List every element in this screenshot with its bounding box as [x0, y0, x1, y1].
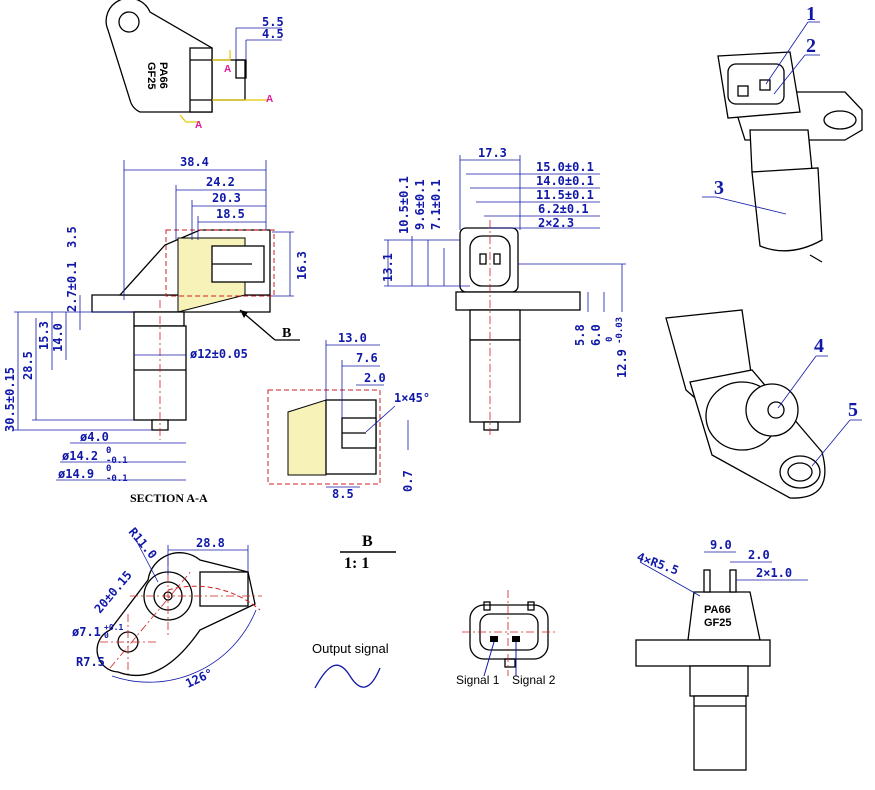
callout-5: 5 — [848, 399, 858, 421]
top-view: PA66 GF25 A A A 5.5 4.5 — [105, 0, 284, 131]
dim-13-0: 13.0 — [338, 331, 367, 345]
tol-d14-2-upper: 0 — [106, 446, 111, 456]
dim-chamfer: 1×45° — [394, 391, 430, 405]
scale-letter: B — [362, 533, 373, 550]
dim-24-2: 24.2 — [206, 175, 235, 189]
tol-12-9-upper: 0 — [605, 337, 615, 342]
br-mark-gf25: GF25 — [704, 617, 732, 629]
dim-11-5: 11.5±0.1 — [536, 188, 594, 202]
detail-b-view: 13.0 7.6 2.0 1×45° 8.5 0.7 — [267, 331, 430, 501]
callout-3: 3 — [714, 177, 724, 199]
detail-b-label: B — [282, 326, 291, 341]
dim-2-7: 2.7±0.1 — [65, 261, 79, 312]
bottom-right-view: PA66 GF25 9.0 2.0 2×1.0 4×R5.5 — [635, 538, 808, 771]
scale-value: 1: 1 — [344, 555, 369, 572]
top-mark-gf25: GF25 — [145, 62, 157, 90]
dim-2x1-0: 2×1.0 — [756, 566, 792, 580]
dim-10-5: 10.5±0.1 — [397, 176, 411, 234]
front-view: 17.3 15.0±0.1 14.0±0.1 11.5±0.1 6.2±0.1 … — [381, 146, 629, 435]
dim-2-0: 2.0 — [364, 371, 386, 385]
dim-14-0: 14.0±0.1 — [536, 174, 594, 188]
dim-12-9: 12.9 — [615, 349, 629, 378]
dim-28-8: 28.8 — [196, 536, 225, 550]
tol-d7-1-lower: 0 — [104, 631, 109, 640]
dim-17-3: 17.3 — [478, 146, 507, 160]
flange-view: 28.8 R11.0 20±0.15 ø7.1 +0.1 0 R7.5 126° — [72, 525, 262, 691]
tol-d7-1-upper: +0.1 — [104, 623, 123, 632]
dim-4xr5-5: 4×R5.5 — [635, 550, 681, 578]
signal-1-label: Signal 1 — [456, 673, 500, 687]
dim-38-4: 38.4 — [180, 155, 209, 169]
dim-5-8: 5.8 — [573, 324, 587, 346]
dim-15-3: 15.3 — [37, 321, 51, 350]
section-aa-label: SECTION A-A — [130, 491, 208, 505]
dim-126: 126° — [183, 666, 215, 691]
dim-0-7: 0.7 — [401, 470, 415, 492]
callout-1: 1 — [806, 3, 816, 25]
dim-d12: ø12±0.05 — [190, 347, 248, 361]
dim-r11: R11.0 — [126, 525, 160, 562]
iso-view-top: 1 2 3 — [702, 3, 863, 263]
dim-16-3: 16.3 — [295, 251, 309, 280]
signal-2-label: Signal 2 — [512, 673, 556, 687]
callout-2: 2 — [806, 35, 816, 57]
tol-12-9-lower: -0.03 — [615, 317, 625, 344]
dim-r7-5: R7.5 — [76, 655, 105, 669]
section-letter-a2: A — [266, 94, 273, 105]
dim-8-5: 8.5 — [332, 487, 354, 501]
section-letter-a1: A — [224, 64, 231, 75]
tol-d14-9-lower: -0.1 — [106, 474, 128, 484]
dim-4-5: 4.5 — [262, 27, 284, 41]
dim-d4: ø4.0 — [80, 430, 109, 444]
br-mark-pa66: PA66 — [704, 604, 731, 616]
dim-9-6: 9.6±0.1 — [413, 179, 427, 230]
dim-14-0: 14.0 — [51, 323, 65, 352]
dim-13-1: 13.1 — [381, 253, 395, 282]
section-letter-a3: A — [195, 120, 202, 131]
dim-d14-2: ø14.2 — [62, 449, 98, 463]
callout-4: 4 — [814, 335, 824, 357]
scale-note: B 1: 1 — [340, 533, 396, 572]
dim-2-0-br: 2.0 — [748, 548, 770, 562]
output-signal: Output signal — [312, 641, 389, 689]
tol-d14-2-lower: -0.1 — [106, 456, 128, 466]
dim-7-6: 7.6 — [356, 351, 378, 365]
dim-9-0: 9.0 — [710, 538, 732, 552]
dim-d14-9: ø14.9 — [58, 467, 94, 481]
dim-20-3: 20.3 — [212, 191, 241, 205]
dim-5-5: 5.5 — [262, 15, 284, 29]
tol-d14-9-upper: 0 — [106, 464, 111, 474]
iso-view-bottom: 4 5 — [665, 309, 862, 499]
dim-2x2-3: 2×2.3 — [538, 216, 574, 230]
dim-7-1: 7.1±0.1 — [429, 179, 443, 230]
top-mark-pa66: PA66 — [157, 62, 169, 89]
dim-6-2: 6.2±0.1 — [538, 202, 589, 216]
connector-face: Signal 1 Signal 2 — [456, 590, 556, 687]
dim-15-0: 15.0±0.1 — [536, 160, 594, 174]
dim-6-0: 6.0 — [589, 324, 603, 346]
output-signal-title: Output signal — [312, 641, 389, 656]
dim-30-5: 30.5±0.15 — [3, 367, 17, 432]
dim-3-5: 3.5 — [65, 226, 79, 248]
dim-18-5: 18.5 — [216, 207, 245, 221]
dim-28-5: 28.5 — [21, 351, 35, 380]
dim-d7-1: ø7.1 — [72, 625, 101, 639]
side-view: 38.4 24.2 20.3 18.5 16.3 2.7±0.1 3.5 15.… — [3, 155, 309, 505]
